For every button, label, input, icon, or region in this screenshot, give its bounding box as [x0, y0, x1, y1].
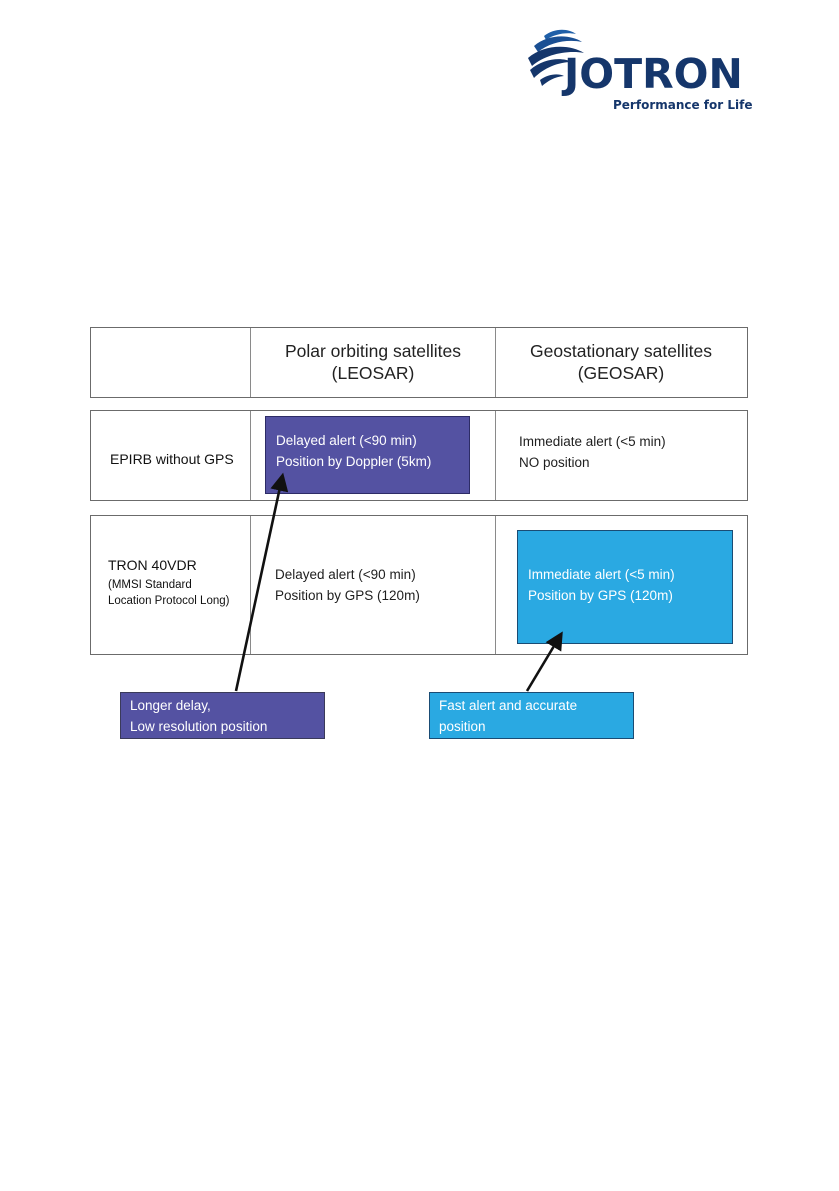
header-geosar: Geostationary satellites (GEOSAR): [530, 341, 712, 383]
highlight-tron-geosar: [517, 530, 733, 644]
cell-epirb-geosar: Immediate alert (<5 min) NO position: [519, 434, 666, 470]
brand-name: JOTRON: [564, 50, 743, 98]
jotron-logo: JOTRON Performance for Life: [526, 26, 758, 118]
row-label-tron: TRON 40VDR: [108, 557, 197, 573]
row-label-epirb: EPIRB without GPS: [110, 451, 234, 467]
row-sub-tron: (MMSI Standard Location Protocol Long): [108, 579, 230, 607]
cell-tron-leosar: Delayed alert (<90 min) Position by GPS …: [275, 567, 420, 603]
jotron-wave-icon: [528, 29, 584, 86]
cell-epirb-leosar: Delayed alert (<90 min) Position by Dopp…: [276, 433, 432, 469]
table-header-box: Polar orbiting satellites (LEOSAR) Geost…: [90, 327, 748, 398]
highlight-epirb-leosar: [265, 416, 470, 494]
callout-right: Fast alert and accurate position: [429, 692, 634, 739]
brand-tagline: Performance for Life: [613, 98, 753, 112]
header-leosar: Polar orbiting satellites (LEOSAR): [284, 341, 462, 383]
callout-left: Longer delay, Low resolution position: [120, 692, 325, 739]
cell-tron-geosar: Immediate alert (<5 min) Position by GPS…: [528, 567, 675, 603]
